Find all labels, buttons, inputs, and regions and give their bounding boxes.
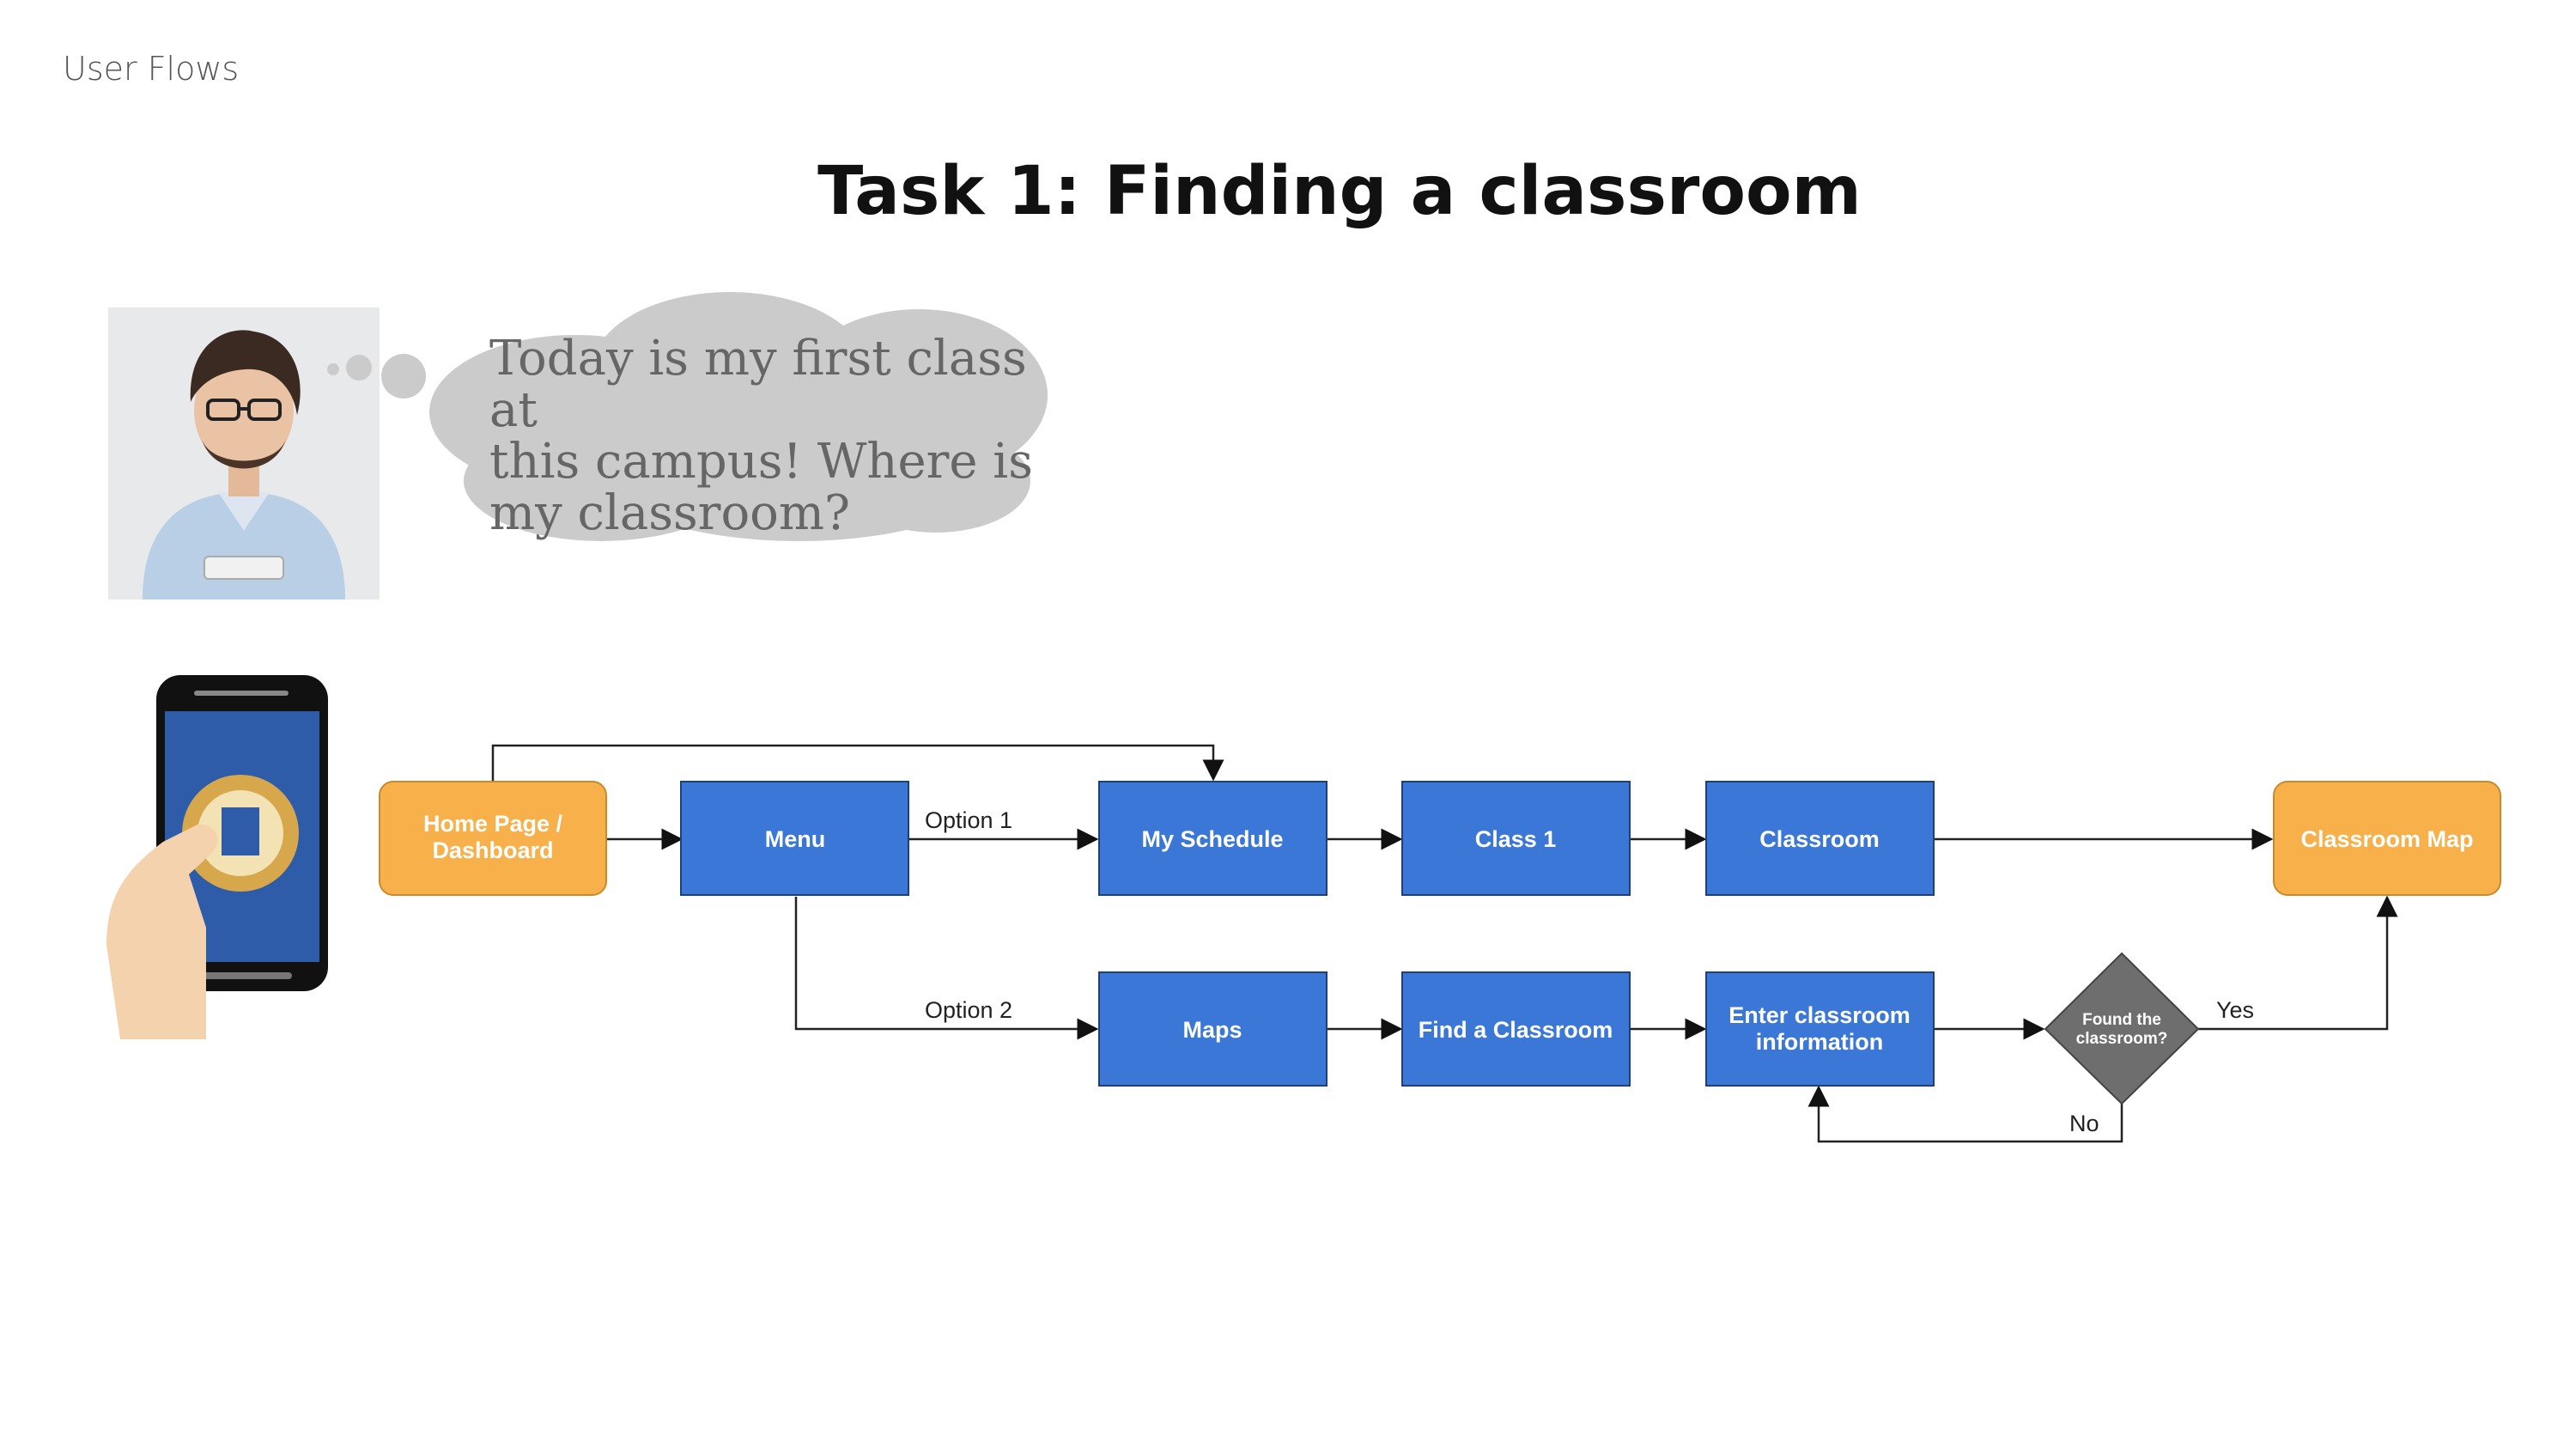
thought-line: my classroom?: [489, 485, 850, 541]
node-label: classroom?: [2076, 1030, 2168, 1048]
edge-label-option2: Option 2: [925, 997, 1012, 1023]
node-label: Menu: [765, 826, 826, 852]
node-label: Home Page /: [423, 811, 563, 837]
node-find-a-classroom: Find a Classroom: [1401, 971, 1631, 1087]
thought-text: Today is my first class at this campus! …: [489, 333, 1056, 539]
edge-label-option1: Option 1: [925, 807, 1012, 833]
node-classroom: Classroom: [1705, 781, 1935, 896]
node-enter-classroom-information: Enter classroom information: [1705, 971, 1935, 1087]
node-class-1: Class 1: [1401, 781, 1631, 896]
persona-avatar: [108, 307, 380, 600]
edge-decision-no: [1807, 1085, 2123, 1143]
node-home-dashboard: Home Page / Dashboard: [379, 781, 607, 896]
edge-label-no: No: [2069, 1111, 2099, 1136]
node-label: Classroom Map: [2300, 826, 2473, 852]
node-maps: Maps: [1098, 971, 1327, 1087]
edge-home-to-schedule: [491, 744, 1224, 782]
thought-bubble: [327, 292, 1048, 541]
node-label: My Schedule: [1141, 826, 1283, 852]
node-label: Dashboard: [432, 837, 553, 863]
node-decision-found-classroom: Found the classroom?: [2044, 952, 2200, 1105]
node-label: Find a Classroom: [1419, 1017, 1613, 1043]
phone-in-hand-icon: [106, 675, 328, 1039]
node-label: Found the: [2082, 1011, 2161, 1029]
node-label: Enter classroom: [1728, 1002, 1911, 1028]
node-classroom-map: Classroom Map: [2273, 781, 2501, 896]
page-title: Task 1: Finding a classroom: [817, 153, 1862, 230]
flow-edges: [491, 744, 2398, 1143]
node-label: Class 1: [1475, 826, 1557, 852]
edge-label-yes: Yes: [2216, 997, 2254, 1023]
node-label: Classroom: [1759, 826, 1880, 852]
section-label: User Flows: [63, 50, 240, 88]
node-my-schedule: My Schedule: [1098, 781, 1327, 896]
edge-decision-yes: [2198, 895, 2398, 1031]
edge-menu-to-maps: [794, 897, 1099, 1040]
node-menu: Menu: [680, 781, 909, 896]
node-label: Maps: [1182, 1017, 1242, 1043]
node-label: information: [1756, 1029, 1884, 1055]
thought-line: this campus! Where is: [489, 434, 1033, 490]
thought-line: Today is my first class at: [489, 331, 1027, 438]
